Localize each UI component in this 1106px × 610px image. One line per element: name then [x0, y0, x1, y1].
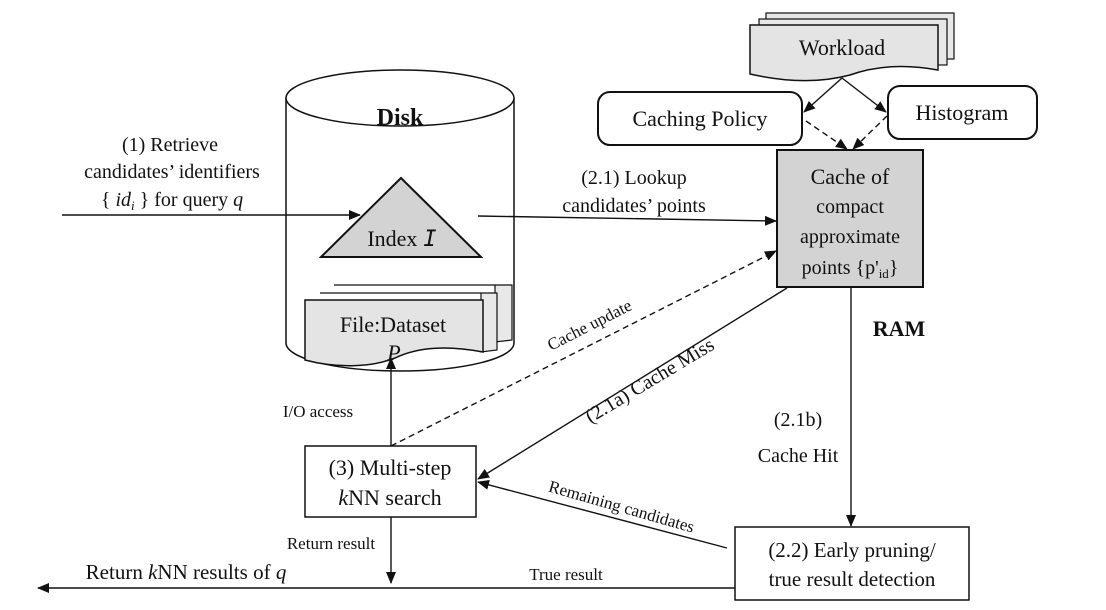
multistep-line1: (3) Multi-step: [329, 455, 452, 480]
policy-to-cache-arrow: [805, 120, 848, 150]
cache-miss-arrow: [477, 287, 788, 480]
step1-line2: candidates’ identifiers: [84, 161, 260, 183]
step21-line1: (2.1) Lookup: [581, 167, 687, 189]
cache-update-arrow: [390, 250, 777, 447]
ram-label: RAM: [873, 316, 926, 341]
histogram-box: [887, 85, 1038, 140]
step21-line2: candidates’ points: [562, 195, 706, 217]
histogram-label: Histogram: [916, 100, 1009, 125]
true-result-label: True result: [529, 565, 603, 584]
workload-label: Workload: [799, 35, 885, 60]
workload-to-histogram-arrow: [841, 77, 887, 113]
dataset-label: File:Dataset: [340, 312, 446, 337]
cache-hit-line2: Cache Hit: [758, 445, 839, 467]
multistep-knn-box: [304, 445, 477, 518]
cache-line4: points {p'id}: [802, 257, 899, 281]
io-access-label: I/O access: [283, 402, 353, 421]
dataset-file-stack: File:Dataset P: [304, 284, 513, 367]
cache-miss-label: (2.1a) Cache Miss: [582, 334, 719, 428]
cache-line2: compact: [816, 196, 884, 218]
workload-file-stack: Workload: [749, 12, 955, 82]
cache-line3: approximate: [800, 226, 900, 248]
lookup-arrow: [477, 215, 777, 226]
step1-line3: { idi } for query q: [101, 189, 243, 213]
multistep-line2: kNN search: [338, 485, 441, 510]
step1-line1: (1) Retrieve: [122, 134, 218, 156]
return-result-label: Return result: [287, 534, 376, 553]
disk-label: Disk: [377, 105, 424, 131]
early-line1: (2.2) Early pruning/: [768, 538, 936, 562]
cache-hit-line1: (2.1b): [774, 409, 822, 431]
final-output-label: Return kNN results of q: [86, 560, 287, 584]
histogram-to-cache-arrow: [852, 115, 888, 150]
caching-policy-label: Caching Policy: [632, 106, 767, 131]
remaining-candidates-arrow: [477, 479, 728, 549]
workload-to-policy-arrow: [803, 77, 843, 113]
cache-box: [776, 149, 924, 288]
caching-policy-box: [597, 91, 803, 146]
early-line2: true result detection: [769, 567, 936, 591]
early-pruning-box: [734, 526, 970, 601]
cache-line1: Cache of: [811, 164, 890, 189]
dataset-symbol: P: [386, 340, 400, 365]
